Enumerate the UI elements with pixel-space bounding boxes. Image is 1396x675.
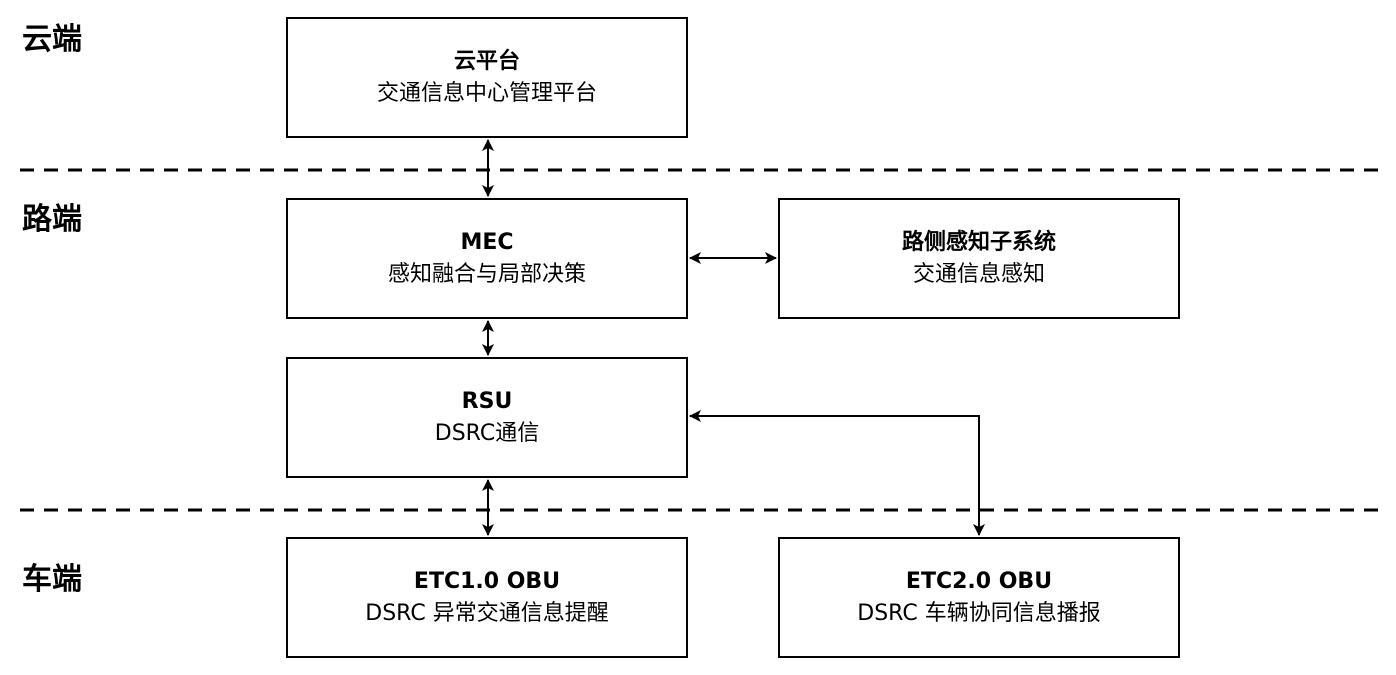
node-subtitle: 交通信息中心管理平台 [376, 80, 597, 106]
node-title: 云平台 [453, 48, 520, 74]
node-title: MEC [460, 229, 514, 255]
node-title: ETC2.0 OBU [905, 568, 1053, 594]
node-roadside-sensing: 路侧感知子系统 交通信息感知 [778, 198, 1180, 319]
node-subtitle: DSRC 异常交通信息提醒 [365, 600, 609, 626]
node-subtitle: DSRC通信 [434, 420, 540, 446]
node-cloud-platform: 云平台 交通信息中心管理平台 [286, 17, 688, 138]
node-title: 路侧感知子系统 [901, 229, 1056, 255]
node-etc2-obu: ETC2.0 OBU DSRC 车辆协同信息播报 [778, 537, 1180, 658]
node-title: RSU [461, 388, 513, 414]
node-subtitle: DSRC 车辆协同信息播报 [857, 600, 1101, 626]
layer-label-vehicle: 车端 [22, 562, 82, 597]
layer-label-cloud: 云端 [22, 22, 82, 57]
layer-label-road: 路端 [22, 202, 82, 237]
node-mec: MEC 感知融合与局部决策 [286, 198, 688, 319]
node-title: ETC1.0 OBU [413, 568, 561, 594]
node-etc1-obu: ETC1.0 OBU DSRC 异常交通信息提醒 [286, 537, 688, 658]
node-subtitle: 感知融合与局部决策 [387, 261, 586, 287]
node-rsu: RSU DSRC通信 [286, 357, 688, 478]
edge-rsu-etc2 [689, 410, 985, 536]
node-subtitle: 交通信息感知 [912, 261, 1045, 287]
